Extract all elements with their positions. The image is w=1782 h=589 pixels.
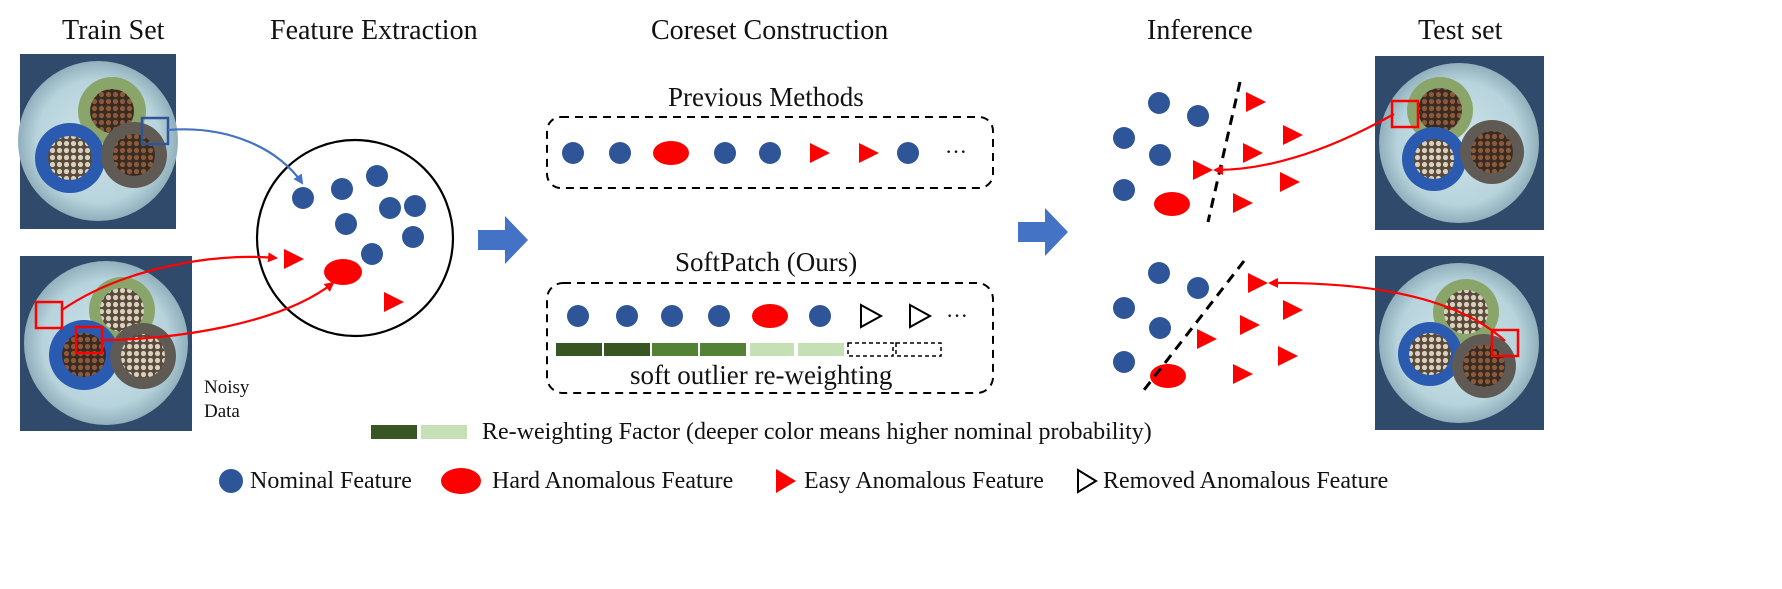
removed-legend-marker — [1077, 468, 1098, 494]
red-arrow — [1268, 277, 1506, 342]
easy-legend-marker — [776, 469, 796, 493]
header-coreset-construction: Coreset Construction — [651, 15, 889, 46]
nominal-feature-dot — [292, 187, 314, 209]
train-image-2 — [20, 256, 192, 431]
nominal-feature-dot — [402, 226, 424, 248]
legend-hard: Hard Anomalous Feature — [492, 468, 734, 494]
nominal-feature-dot — [335, 213, 357, 235]
nominal-feature-dot — [379, 197, 401, 219]
block-arrow-2 — [1018, 208, 1068, 256]
previous-methods-box — [546, 116, 994, 189]
header-train-set: Train Set — [62, 15, 165, 46]
legend-easy: Easy Anomalous Feature — [804, 468, 1044, 494]
test-image-1 — [1375, 56, 1544, 230]
test-image-2 — [1375, 256, 1544, 430]
block-arrow-1 — [478, 216, 528, 264]
reweight-bars — [556, 342, 942, 357]
inference-bottom — [1113, 260, 1303, 391]
noisy-label-line2: Data — [204, 400, 240, 422]
legend-nominal: Nominal Feature — [250, 468, 412, 494]
hard-anomaly-ellipse — [324, 259, 362, 285]
red-arrow — [61, 252, 278, 311]
hard-legend-marker — [441, 468, 481, 494]
train-image-1 — [18, 54, 178, 229]
legend-removed: Removed Anomalous Feature — [1103, 468, 1389, 494]
blue-arrow — [167, 128, 304, 185]
previous-methods-title: Previous Methods — [668, 82, 864, 112]
header-feature-extraction: Feature Extraction — [270, 15, 478, 46]
red-arrow — [1213, 113, 1395, 175]
red-arrow — [101, 281, 335, 342]
nominal-feature-dot — [404, 195, 426, 217]
nominal-legend-marker — [219, 469, 243, 493]
easy-anomaly-triangle — [384, 292, 404, 312]
header-test-set: Test set — [1418, 15, 1503, 46]
feature-legend — [219, 468, 1098, 494]
previous-ellipsis: ··· — [945, 139, 967, 164]
reweight-caption: soft outlier re-weighting — [630, 360, 893, 390]
softpatch-ellipsis: ··· — [946, 303, 968, 328]
nominal-feature-dot — [361, 243, 383, 265]
softpatch-box — [546, 282, 994, 394]
nominal-feature-dot — [331, 178, 353, 200]
feature-space-circle — [255, 138, 455, 338]
nominal-feature-dot — [366, 165, 388, 187]
inference-top — [1113, 81, 1303, 223]
noisy-label-line1: Noisy — [204, 377, 250, 398]
header-inference: Inference — [1147, 15, 1253, 46]
reweighting-legend-text: Re-weighting Factor (deeper color means … — [482, 419, 1152, 445]
reweight-legend-swatches — [371, 425, 467, 439]
softpatch-title: SoftPatch (Ours) — [675, 247, 858, 277]
noisy-label: Noisy Data — [204, 376, 249, 424]
easy-anomaly-triangle — [284, 249, 304, 269]
